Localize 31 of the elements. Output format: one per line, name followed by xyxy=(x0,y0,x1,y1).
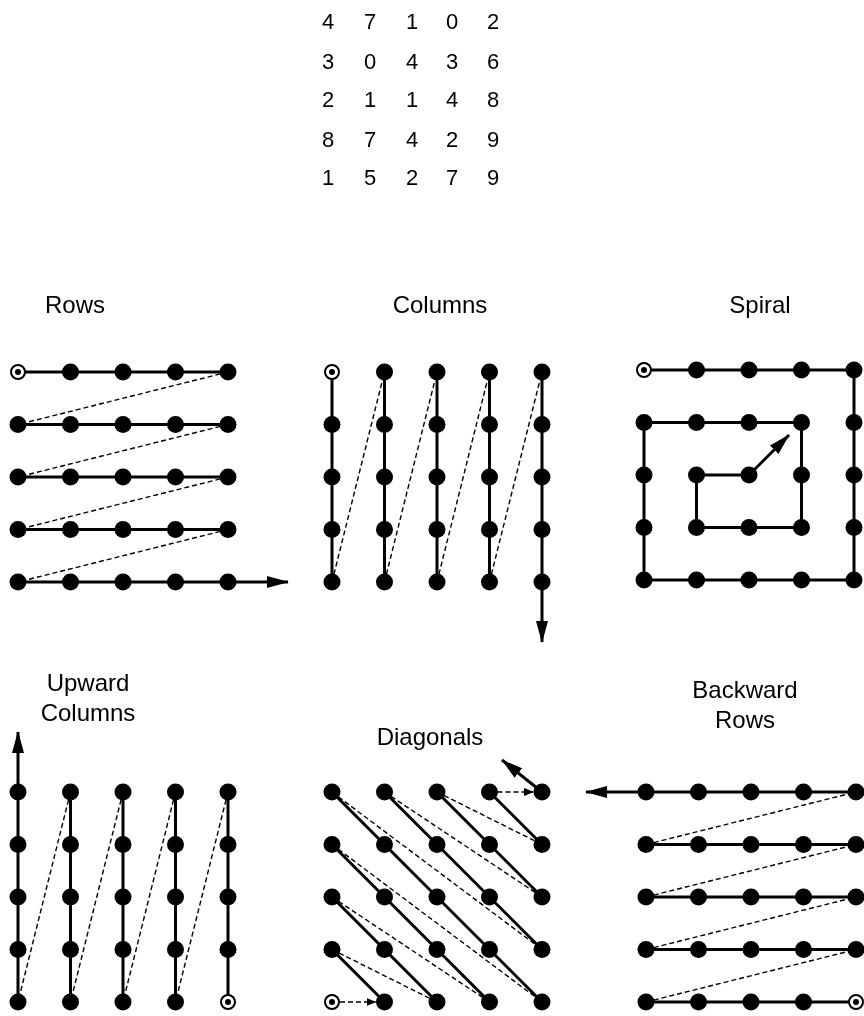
panel-title: Spiral xyxy=(728,290,792,320)
panel-title: Diagonals xyxy=(375,722,485,752)
panel-title: Backward Rows xyxy=(691,675,799,735)
matrix-number: 2 xyxy=(444,126,460,154)
matrix-number: 9 xyxy=(485,164,501,192)
matrix-number: 2 xyxy=(485,8,501,36)
matrix-number: 1 xyxy=(404,8,420,36)
panel-title: Rows xyxy=(44,290,106,320)
matrix-number: 4 xyxy=(404,48,420,76)
matrix-number: 6 xyxy=(485,48,501,76)
matrix-number: 1 xyxy=(320,164,336,192)
panel-title: Upward Columns xyxy=(39,668,137,728)
matrix-number: 8 xyxy=(320,126,336,154)
matrix-number: 2 xyxy=(320,86,336,114)
matrix-number: 0 xyxy=(362,48,378,76)
matrix-number: 8 xyxy=(485,86,501,114)
matrix-number: 3 xyxy=(444,48,460,76)
panel-title: Columns xyxy=(391,290,489,320)
matrix-number: 1 xyxy=(404,86,420,114)
matrix-number: 7 xyxy=(362,8,378,36)
matrix-number: 9 xyxy=(485,126,501,154)
matrix-number: 3 xyxy=(320,48,336,76)
matrix-number: 5 xyxy=(362,164,378,192)
matrix-number: 1 xyxy=(362,86,378,114)
matrix-number: 4 xyxy=(320,8,336,36)
matrix-number: 4 xyxy=(404,126,420,154)
matrix-number: 2 xyxy=(404,164,420,192)
matrix-number: 7 xyxy=(362,126,378,154)
matrix-number: 4 xyxy=(444,86,460,114)
matrix-number: 7 xyxy=(444,164,460,192)
matrix-number: 0 xyxy=(444,8,460,36)
